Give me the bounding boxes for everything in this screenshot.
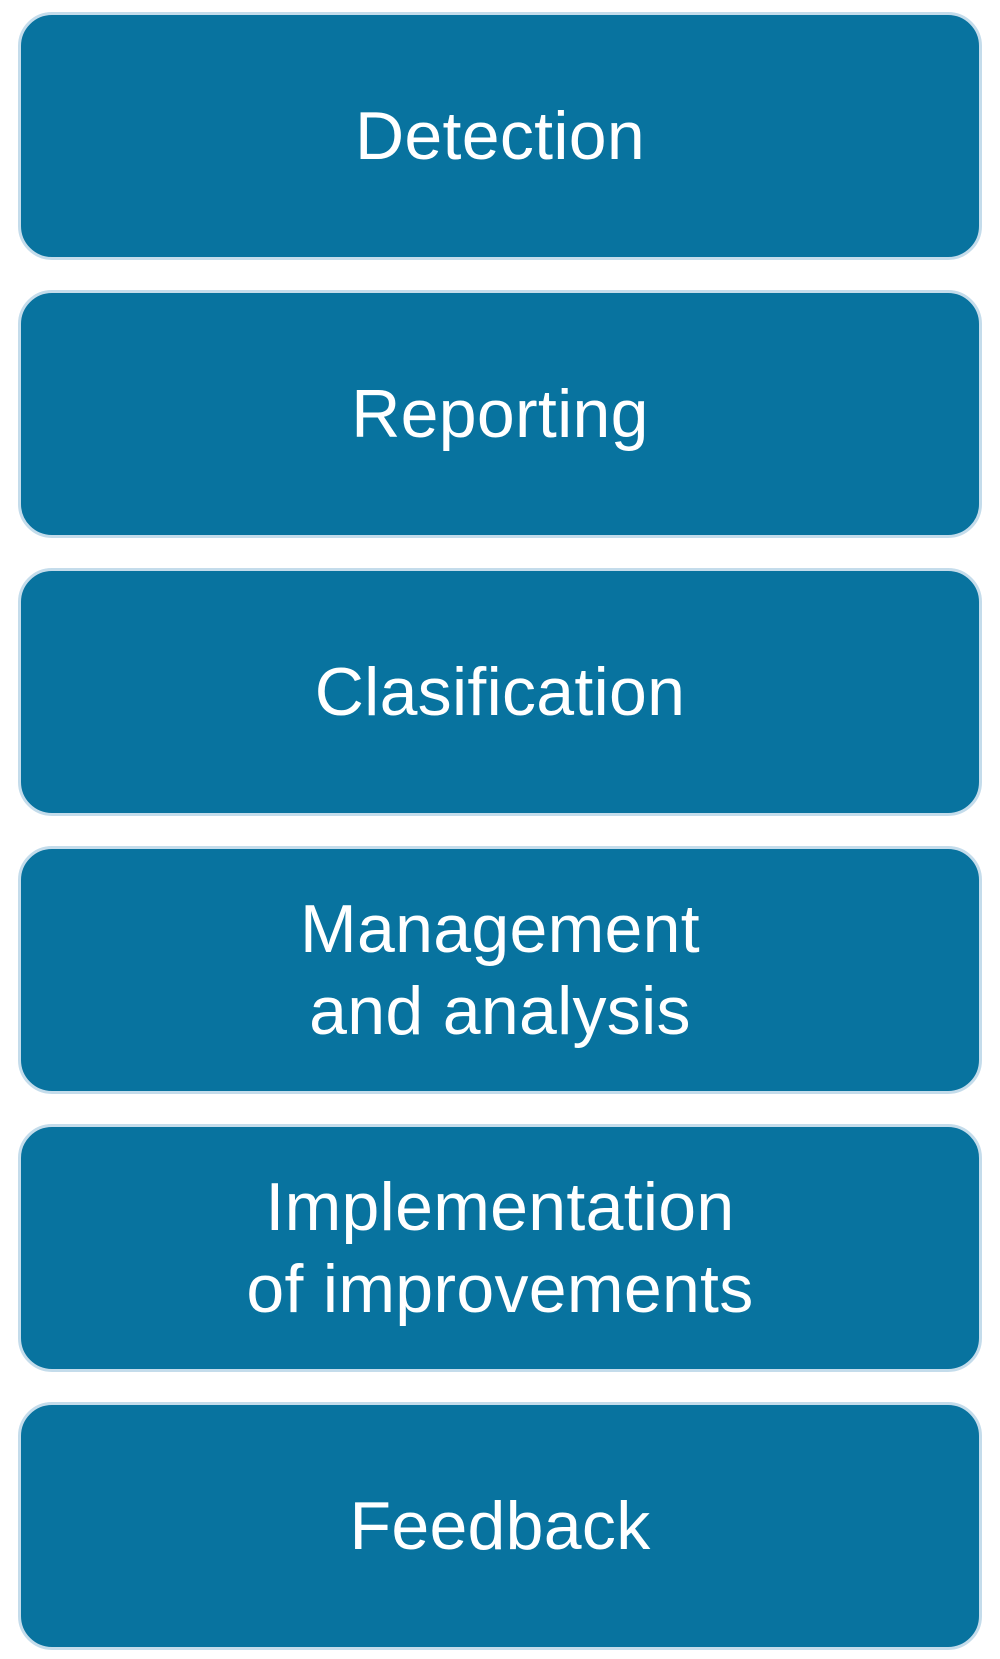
step-detection: Detection: [18, 12, 982, 260]
step-label: Clasification: [314, 654, 686, 730]
step-reporting: Reporting: [18, 290, 982, 538]
step-clasification: Clasification: [18, 568, 982, 816]
step-label: Feedback: [349, 1488, 651, 1564]
step-label: Detection: [355, 98, 645, 174]
process-steps: Detection Reporting Clasification Manage…: [18, 12, 982, 1650]
step-label: Management and analysis: [300, 891, 700, 1049]
step-implementation-of-improvements: Implementation of improvements: [18, 1124, 982, 1372]
step-feedback: Feedback: [18, 1402, 982, 1650]
step-label: Reporting: [351, 376, 649, 452]
step-management-and-analysis: Management and analysis: [18, 846, 982, 1094]
step-label: Implementation of improvements: [246, 1169, 754, 1327]
